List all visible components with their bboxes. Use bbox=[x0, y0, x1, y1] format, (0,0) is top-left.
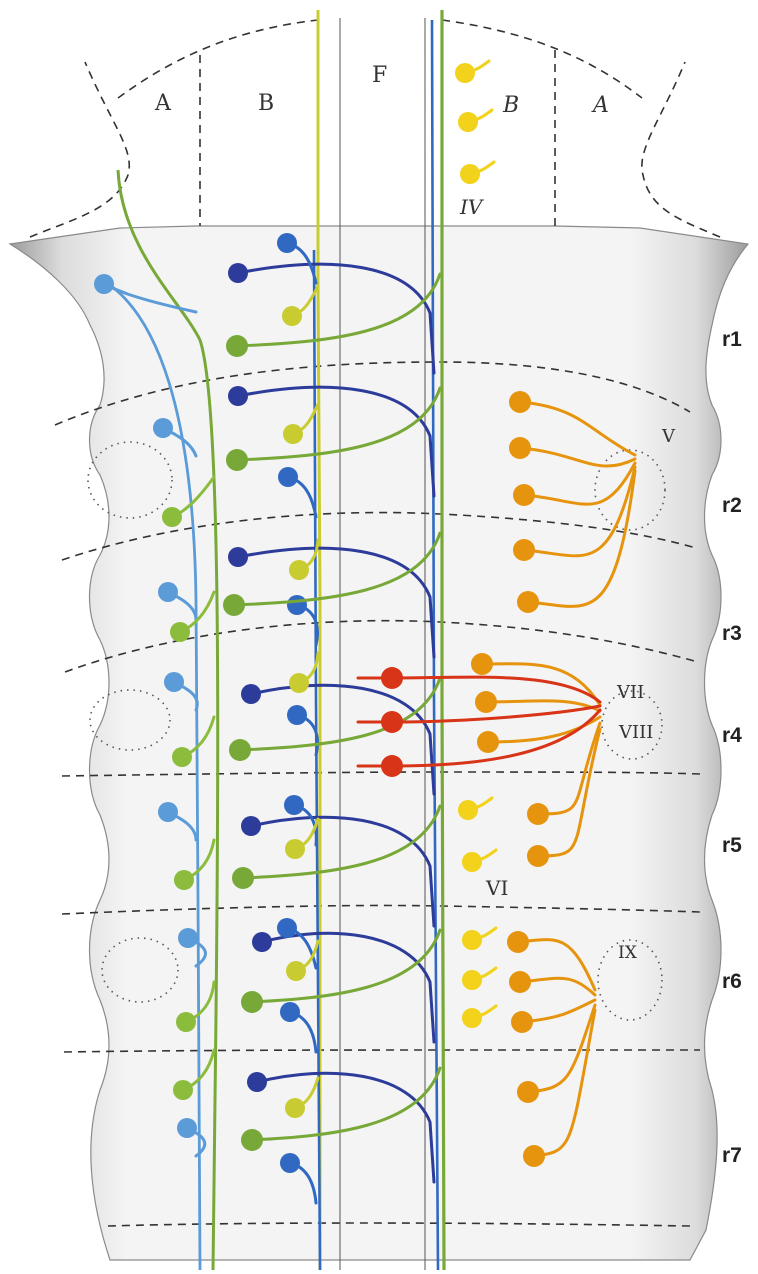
rostral-arch-right bbox=[442, 20, 642, 98]
label-nucleus-IX: IX bbox=[618, 943, 638, 963]
label-region-A-right: A bbox=[591, 93, 609, 118]
neuron-yellow-42 bbox=[455, 61, 489, 83]
neuron-yellow-43 bbox=[458, 110, 492, 132]
neuron-yellow-44 bbox=[460, 162, 494, 184]
label-nucleus-IV: IV bbox=[459, 195, 485, 219]
neural-tube-outline bbox=[10, 226, 748, 1260]
label-rhombomere-r6: r6 bbox=[722, 970, 742, 993]
rostral-outline-right bbox=[642, 62, 720, 237]
label-rhombomere-r5: r5 bbox=[722, 834, 742, 857]
label-nucleus-VIII: VIII bbox=[618, 722, 653, 743]
label-region-B-left: B bbox=[258, 91, 274, 116]
rostral-arch-left bbox=[118, 20, 318, 98]
label-region-B-right: B bbox=[502, 93, 519, 118]
label-rhombomere-r7: r7 bbox=[722, 1144, 742, 1167]
label-rhombomere-r1: r1 bbox=[722, 328, 742, 351]
rostral-outline-left bbox=[30, 62, 129, 237]
label-nucleus-VII: VII bbox=[616, 682, 644, 703]
label-region-A-left: A bbox=[154, 91, 172, 116]
label-rhombomere-r3: r3 bbox=[722, 622, 742, 645]
label-rhombomere-r4: r4 bbox=[722, 724, 742, 747]
label-region-F: F bbox=[372, 63, 387, 88]
label-nucleus-V: V bbox=[661, 426, 676, 447]
label-rhombomere-r2: r2 bbox=[722, 494, 742, 517]
label-nucleus-VI: VI bbox=[485, 876, 508, 900]
